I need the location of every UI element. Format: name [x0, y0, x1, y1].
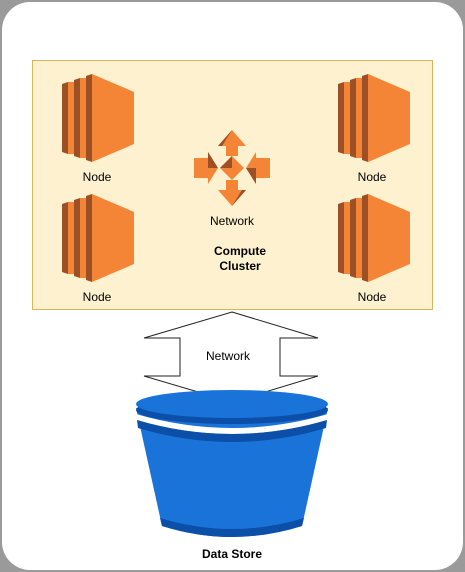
cluster-label-line1: Compute	[214, 244, 266, 258]
node-bottom-left	[56, 190, 136, 285]
node-top-left	[56, 70, 136, 165]
storage-bucket-icon	[136, 390, 328, 537]
node-top-right	[332, 70, 412, 165]
node-label: Node	[82, 170, 112, 184]
node-label: Node	[357, 170, 387, 184]
network-link-label: Network	[205, 349, 250, 363]
node-label: Node	[357, 290, 387, 304]
cluster-label-line2: Cluster	[219, 259, 261, 273]
data-store-label: Data Store	[201, 547, 263, 561]
ec2-instance-icon	[338, 194, 410, 282]
ec2-instance-icon	[62, 74, 134, 162]
ec2-instance-icon	[62, 194, 134, 282]
node-label: Node	[82, 290, 112, 304]
ec2-instance-icon	[338, 74, 410, 162]
load-balancer-icon	[194, 130, 270, 206]
network-icon-label: Network	[209, 214, 254, 228]
network-icon	[192, 128, 272, 208]
node-bottom-right	[332, 190, 412, 285]
